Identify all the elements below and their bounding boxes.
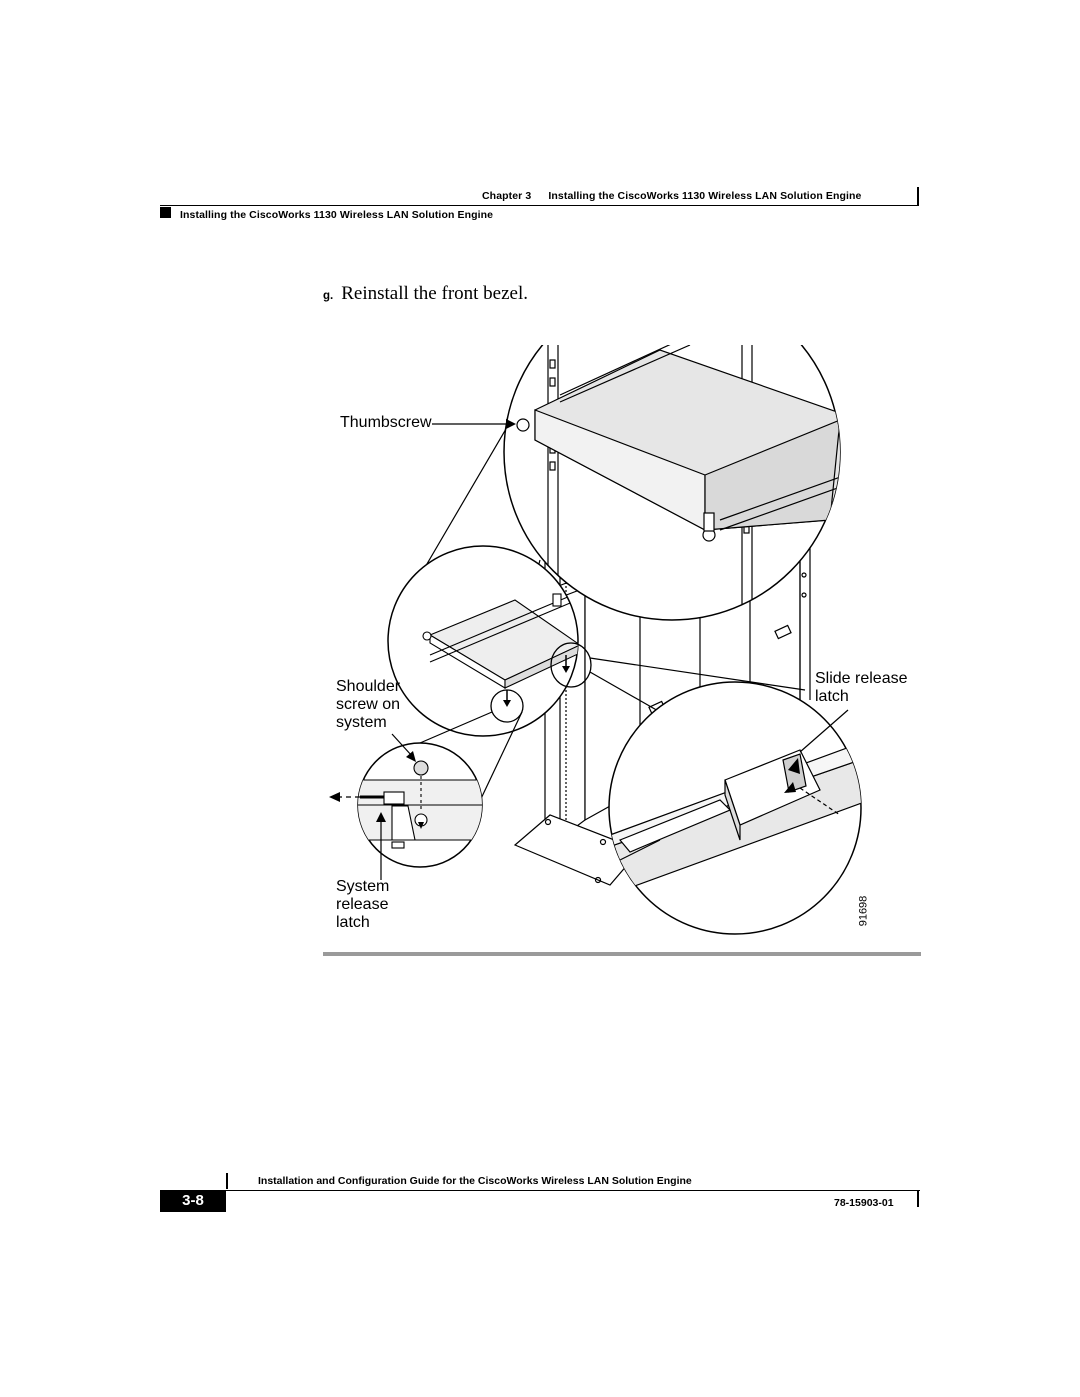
step-g: g. Reinstall the front bezel. — [323, 283, 528, 305]
callout-shoulder-line1: Shoulder — [336, 678, 401, 695]
step-text: Reinstall the front bezel. — [341, 283, 529, 304]
callout-thumbscrew: Thumbscrew — [340, 414, 432, 431]
top-detail-circle — [503, 345, 841, 621]
header-right-bar — [917, 187, 919, 205]
callout-system-line3: latch — [336, 914, 370, 931]
thumbscrew-leader — [432, 419, 516, 429]
rack-installation-figure — [329, 345, 862, 935]
callout-slide-line1: Slide release — [815, 670, 908, 687]
lower-right-detail-circle — [608, 681, 862, 935]
footer-right-bar — [917, 1191, 919, 1207]
header-chapter: Chapter 3 Installing the CiscoWorks 1130… — [482, 190, 861, 202]
section-title: Installing the CiscoWorks 1130 Wireless … — [180, 209, 494, 221]
header-rule — [160, 205, 919, 206]
callout-shoulder-screw: Shoulder screw on system — [336, 678, 400, 732]
footer-rule — [160, 1190, 920, 1191]
detail-connectors — [419, 657, 806, 806]
page-number-box: 3-8 — [160, 1190, 226, 1212]
callout-system-release-latch: System release latch — [336, 878, 389, 932]
callout-shoulder-line2: screw on — [336, 696, 401, 713]
figure-number: 91698 — [857, 895, 870, 927]
page-number: 3-8 — [182, 1192, 204, 1209]
system-release-leader — [376, 812, 386, 880]
chapter-label: Chapter 3 — [482, 190, 532, 202]
middle-detail-circle — [387, 545, 592, 737]
callout-shoulder-line3: system — [336, 714, 387, 731]
footer-guide-title: Installation and Configuration Guide for… — [258, 1175, 692, 1187]
callout-system-line1: System — [336, 878, 390, 895]
callout-slide-release-latch: Slide release latch — [815, 670, 908, 706]
slide-release-leader — [799, 709, 849, 753]
doc-number: 78-15903-01 — [834, 1197, 894, 1209]
callout-slide-line2: latch — [815, 688, 849, 705]
callout-system-line2: release — [336, 896, 389, 913]
shoulder-screw-leader — [391, 733, 416, 762]
footer-left-bar — [226, 1173, 228, 1189]
step-label: g. — [323, 290, 334, 302]
chapter-title: Installing the CiscoWorks 1130 Wireless … — [548, 190, 862, 202]
lower-left-detail-circle — [329, 742, 483, 868]
header-square-marker — [160, 207, 171, 218]
figure-bottom-rule — [323, 952, 921, 956]
